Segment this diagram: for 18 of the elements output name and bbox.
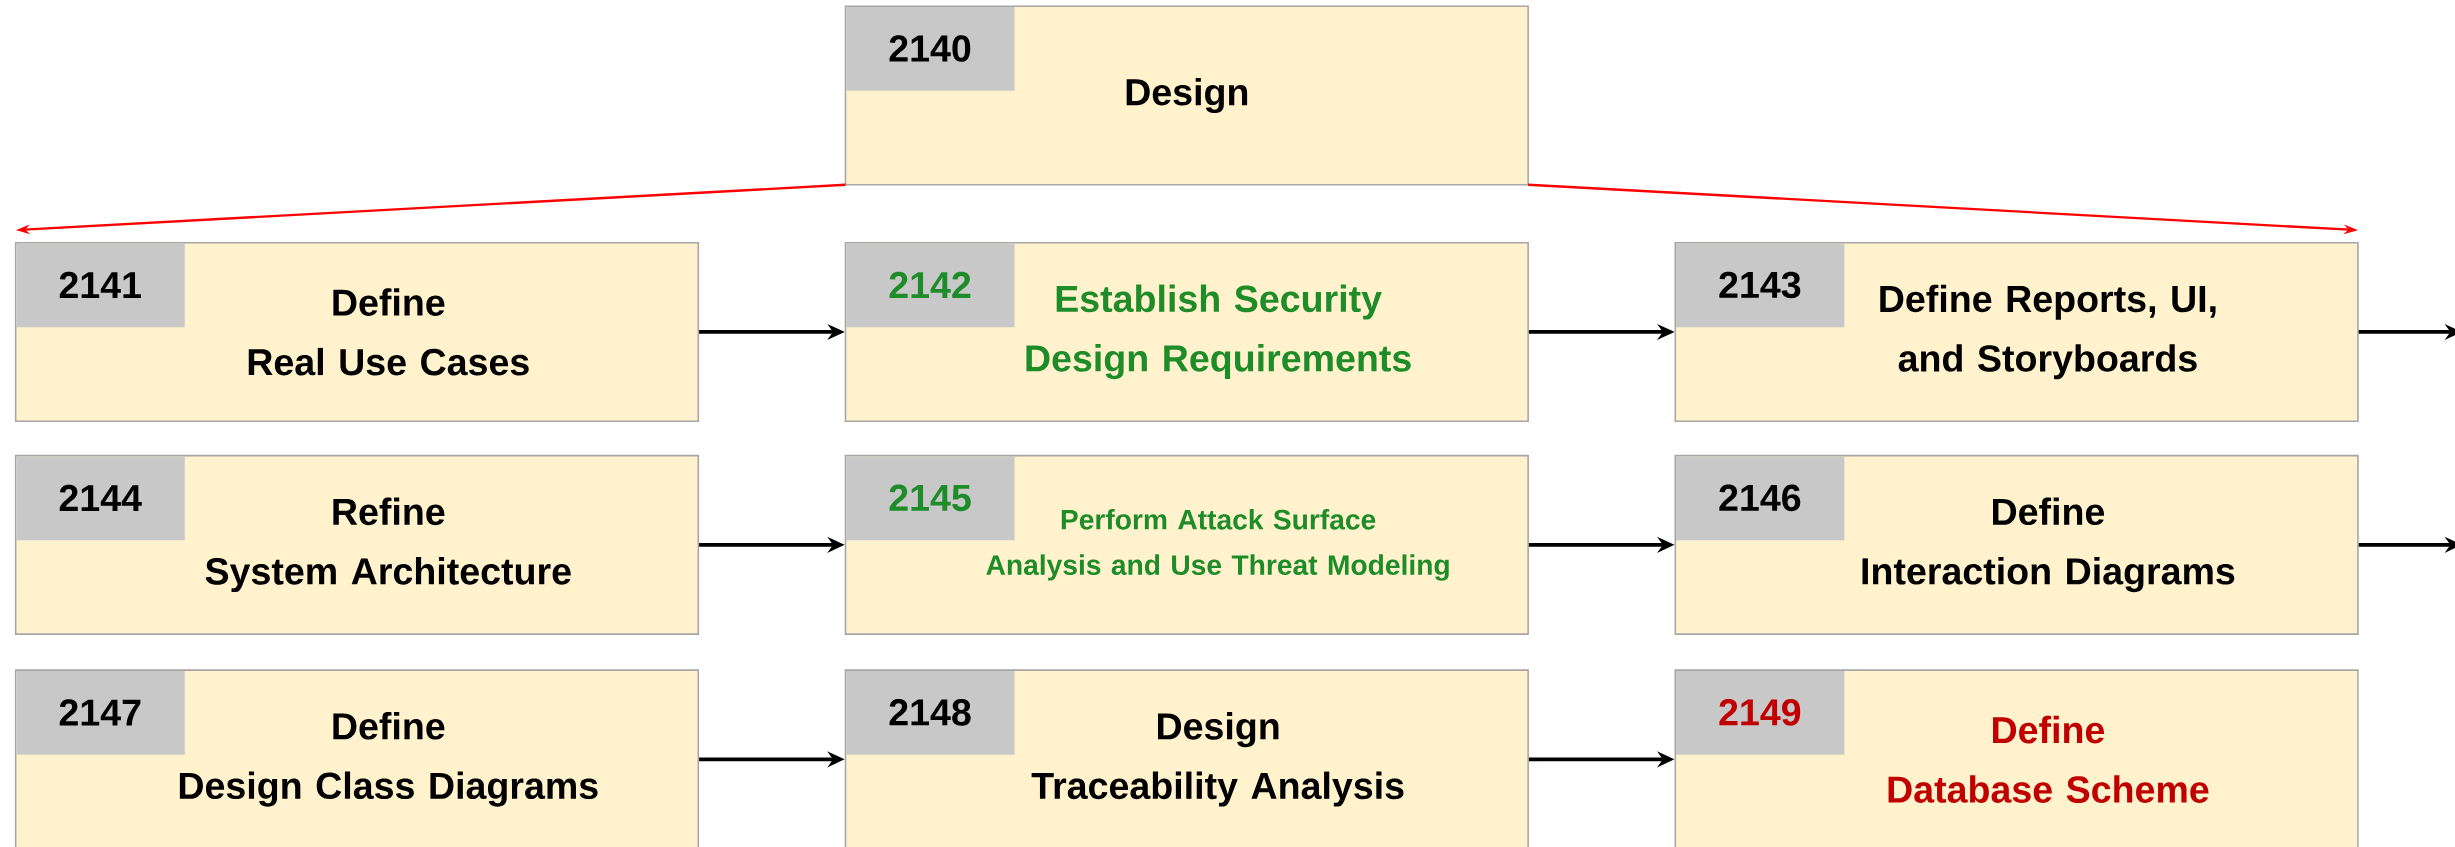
number-tab: 2145 xyxy=(846,456,1015,541)
box-title: Define Interaction Diagrams xyxy=(1862,497,2235,593)
number-tab: 2140 xyxy=(846,7,1015,91)
number-tab: 2143 xyxy=(1676,243,1845,328)
number-tab: 2149 xyxy=(1676,670,1845,755)
number-tab: 2144 xyxy=(16,456,185,541)
box-title: Refine System Architecture xyxy=(205,497,571,593)
number-tab: 2141 xyxy=(16,243,185,328)
box-title: Define Database Scheme xyxy=(1888,715,2209,803)
number-tab: 2142 xyxy=(846,243,1015,328)
number-tab: 2146 xyxy=(1676,456,1845,541)
number-tab: 2148 xyxy=(846,670,1015,755)
box-title: Design xyxy=(1126,77,1248,114)
box-title: Establish Security Design Requirements xyxy=(1026,284,1411,380)
box-title: Define Reports, UI, and Storyboards xyxy=(1880,284,2216,380)
box-title: Define Real Use Cases xyxy=(248,288,529,376)
box-title: Design Traceability Analysis xyxy=(1031,712,1404,807)
number-tab: 2147 xyxy=(16,670,185,755)
